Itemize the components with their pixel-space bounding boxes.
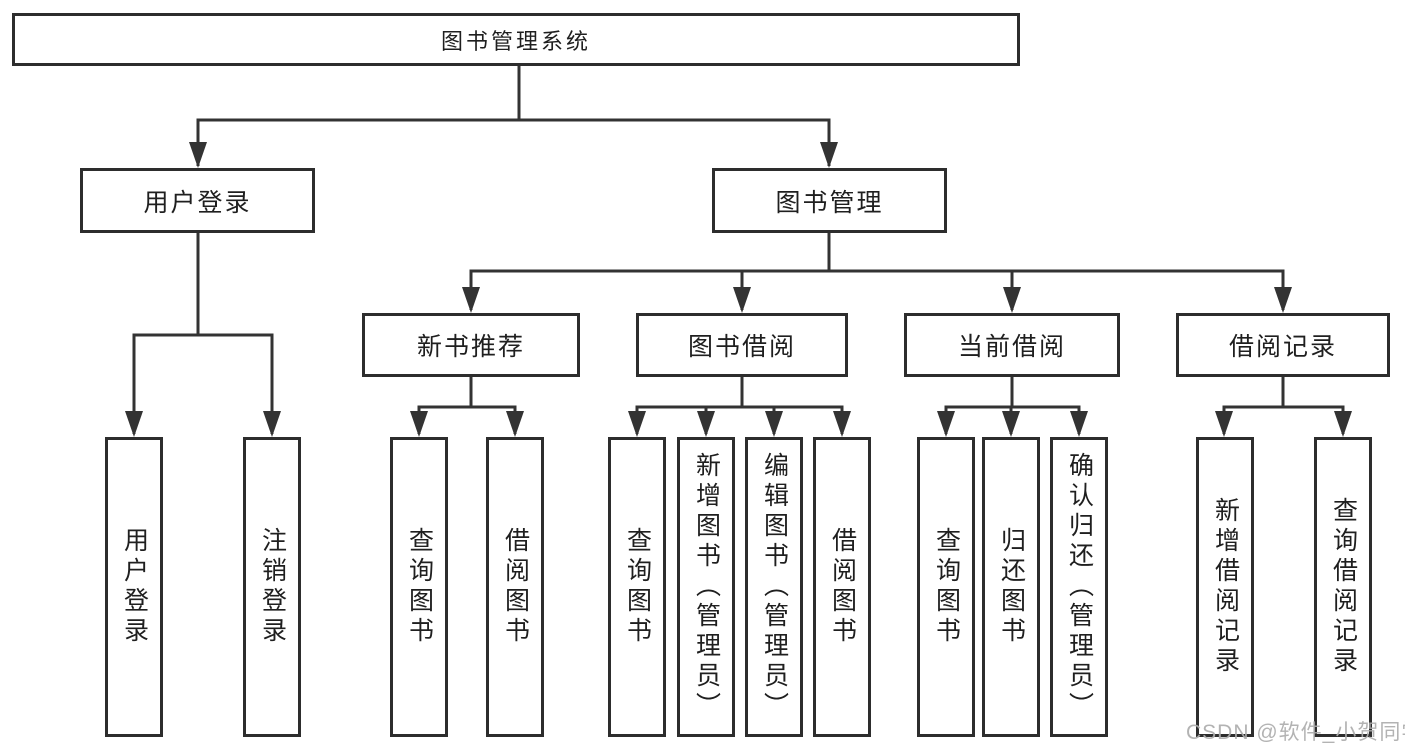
leaf-add-book-admin: 新增图书（管理员） (677, 437, 735, 737)
connector-userlogin-children (132, 233, 274, 434)
node-current-borrowing: 当前借阅 (904, 313, 1120, 377)
leaf-query-books-recommend: 查询图书 (390, 437, 448, 737)
node-label: 图书管理 (775, 188, 884, 217)
leaf-label: 新增借阅记录 (1211, 497, 1240, 677)
arrowheads-root-to-level2 (189, 142, 838, 168)
arrowheads-borrowrecords-children (1215, 411, 1352, 437)
arrowheads-bookmgmt-children (462, 287, 1292, 313)
leaf-label: 新增图书（管理员） (692, 452, 721, 722)
connector-bookborrow-children (635, 377, 844, 434)
leaf-logout: 注销登录 (243, 437, 301, 737)
leaf-label: 借阅图书 (828, 527, 857, 647)
leaf-label: 归还图书 (997, 527, 1026, 647)
leaf-query-books-borrowing: 查询图书 (608, 437, 666, 737)
leaf-query-borrow-record: 查询借阅记录 (1314, 437, 1372, 737)
csdn-watermark: CSDN @软件_小贺同学 (1186, 721, 1405, 744)
leaf-borrow-books-recommend: 借阅图书 (486, 437, 544, 737)
connector-bookmgmt-children (469, 233, 1285, 310)
node-book-management: 图书管理 (712, 168, 947, 233)
node-label: 图书借阅 (687, 333, 796, 361)
leaf-confirm-return-admin: 确认归还（管理员） (1050, 437, 1108, 737)
arrowheads-bookborrow-children (628, 411, 851, 437)
leaf-label: 借阅图书 (501, 527, 530, 647)
node-borrowing-records: 借阅记录 (1176, 313, 1390, 377)
connector-root-to-level2 (196, 66, 831, 166)
leaf-label: 注销登录 (258, 527, 287, 647)
leaf-label: 编辑图书（管理员） (760, 452, 789, 722)
leaf-query-books-current: 查询图书 (917, 437, 975, 737)
leaf-borrow-books-borrowing: 借阅图书 (813, 437, 871, 737)
connector-currentborrow-children (944, 377, 1081, 434)
leaf-add-borrow-record: 新增借阅记录 (1196, 437, 1254, 737)
arrowheads-currentborrow-children (937, 411, 1088, 437)
leaf-label: 查询图书 (405, 527, 434, 647)
node-user-login: 用户登录 (80, 168, 315, 233)
arrowheads-newbookrec-children (410, 411, 524, 437)
node-label: 用户登录 (143, 188, 252, 217)
connector-borrowrecords-children (1222, 377, 1345, 434)
leaf-edit-book-admin: 编辑图书（管理员） (745, 437, 803, 737)
node-label: 当前借阅 (957, 333, 1066, 361)
leaf-label: 查询借阅记录 (1329, 497, 1358, 677)
node-label: 新书推荐 (416, 333, 525, 361)
node-label: 借阅记录 (1228, 333, 1337, 361)
leaf-user-login: 用户登录 (105, 437, 163, 737)
node-book-borrowing: 图书借阅 (636, 313, 848, 377)
leaf-label: 用户登录 (120, 527, 149, 647)
arrowheads-userlogin-children (125, 411, 281, 437)
leaf-label: 查询图书 (623, 527, 652, 647)
connector-newbookrec-children (417, 377, 517, 434)
node-label: 图书管理系统 (440, 28, 591, 54)
leaf-label: 确认归还（管理员） (1065, 452, 1094, 722)
node-new-book-recommendation: 新书推荐 (362, 313, 580, 377)
leaf-return-books: 归还图书 (982, 437, 1040, 737)
node-library-management-system: 图书管理系统 (12, 13, 1020, 66)
leaf-label: 查询图书 (932, 527, 961, 647)
